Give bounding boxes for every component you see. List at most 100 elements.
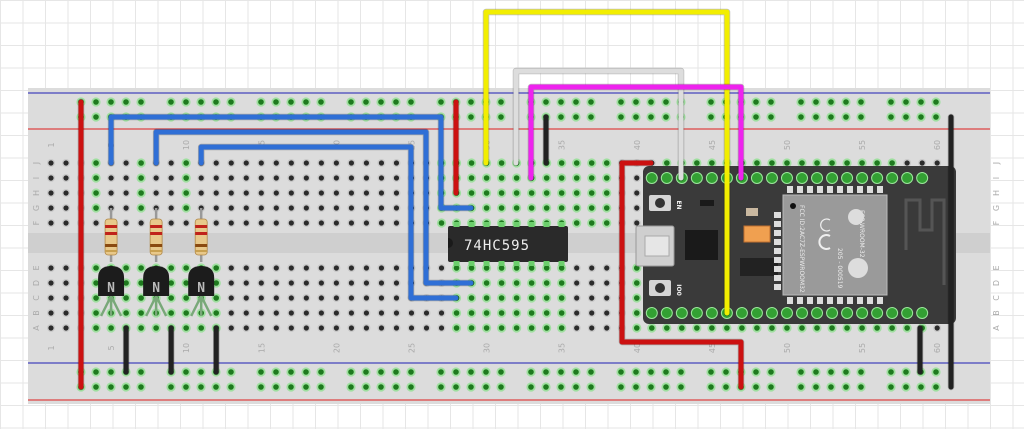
hole-B40[interactable]: [633, 310, 640, 316]
rail-bot-neg-7[interactable]: [198, 369, 204, 375]
hole-C17[interactable]: [288, 295, 294, 301]
hole-G17[interactable]: [288, 205, 294, 211]
rail-bot-pos-41[interactable]: [813, 384, 819, 390]
esp32-pin-bottom[interactable]: [705, 307, 718, 319]
hole-A24[interactable]: [393, 325, 400, 331]
rail-top-neg-44[interactable]: [858, 99, 864, 105]
hole-A22[interactable]: [363, 325, 370, 331]
hole-F23[interactable]: [378, 220, 385, 226]
hole-G15[interactable]: [258, 205, 264, 211]
hole-A7[interactable]: [138, 325, 144, 331]
hole-A45[interactable]: [709, 325, 715, 331]
rail-bot-neg-17[interactable]: [378, 369, 384, 375]
resistor-1[interactable]: [104, 218, 118, 256]
hole-D15[interactable]: [258, 280, 264, 286]
hole-G34[interactable]: [543, 205, 550, 211]
hole-C10[interactable]: [183, 295, 189, 301]
hole-E37[interactable]: [589, 265, 595, 271]
hole-C9[interactable]: [168, 295, 174, 301]
hole-J48[interactable]: [754, 160, 760, 166]
hole-B16[interactable]: [273, 310, 279, 316]
hole-F9[interactable]: [168, 220, 174, 226]
hole-H2[interactable]: [63, 190, 69, 196]
hole-F6[interactable]: [123, 220, 129, 226]
rail-bot-pos-18[interactable]: [393, 384, 399, 390]
hole-J1[interactable]: [48, 160, 54, 166]
rail-top-neg-40[interactable]: [798, 99, 804, 105]
hole-C2[interactable]: [63, 295, 69, 301]
hole-H32[interactable]: [513, 190, 520, 196]
hole-A8[interactable]: [153, 325, 159, 331]
hole-B29[interactable]: [468, 310, 475, 316]
hole-J2[interactable]: [63, 160, 69, 166]
hole-C20[interactable]: [333, 295, 339, 301]
hole-C38[interactable]: [604, 295, 610, 301]
wire-blue-2[interactable]: [153, 129, 474, 286]
hole-D13[interactable]: [228, 280, 234, 286]
rail-bot-pos-46[interactable]: [903, 384, 909, 390]
hole-F18[interactable]: [303, 220, 309, 226]
hole-F22[interactable]: [363, 220, 370, 226]
hole-J18[interactable]: [303, 160, 309, 166]
hole-D22[interactable]: [363, 280, 370, 286]
hole-C32[interactable]: [513, 295, 520, 301]
rail-top-neg-19[interactable]: [408, 99, 414, 105]
rail-bot-neg-42[interactable]: [828, 369, 834, 375]
hole-J12[interactable]: [213, 160, 219, 166]
hole-G4[interactable]: [93, 205, 99, 211]
rail-top-neg-6[interactable]: [183, 99, 189, 105]
rail-top-neg-17[interactable]: [378, 99, 384, 105]
esp32-pin-top[interactable]: [901, 172, 914, 184]
hole-A30[interactable]: [483, 325, 490, 331]
hole-E24[interactable]: [393, 265, 400, 271]
rail-top-neg-26[interactable]: [543, 99, 549, 105]
hole-G35[interactable]: [558, 205, 565, 211]
rail-bot-pos-34[interactable]: [678, 384, 684, 390]
hole-H1[interactable]: [48, 190, 54, 196]
rail-bot-pos-26[interactable]: [543, 384, 549, 390]
esp32-pin-bottom[interactable]: [690, 307, 703, 319]
rail-top-neg-32[interactable]: [648, 99, 654, 105]
hole-A43[interactable]: [679, 325, 685, 331]
hole-H33[interactable]: [528, 190, 535, 196]
esp32-pin-bottom[interactable]: [886, 307, 899, 319]
rail-top-neg-38[interactable]: [753, 99, 759, 105]
rail-top-pos-32[interactable]: [648, 114, 654, 120]
hole-E9[interactable]: [168, 265, 174, 271]
rail-bot-pos-9[interactable]: [228, 384, 234, 390]
rail-bot-pos-15[interactable]: [348, 384, 354, 390]
hole-F36[interactable]: [573, 220, 580, 226]
rail-bot-neg-44[interactable]: [858, 369, 864, 375]
rail-bot-pos-32[interactable]: [648, 384, 654, 390]
rail-bot-neg-25[interactable]: [528, 369, 534, 375]
hole-A19[interactable]: [318, 325, 324, 331]
hole-A16[interactable]: [273, 325, 279, 331]
rail-top-neg-48[interactable]: [933, 99, 939, 105]
hole-A26[interactable]: [423, 325, 430, 331]
hole-G22[interactable]: [363, 205, 370, 211]
hole-D34[interactable]: [543, 280, 550, 286]
rail-bot-neg-45[interactable]: [888, 369, 894, 375]
hole-J42[interactable]: [664, 160, 670, 166]
hole-G32[interactable]: [513, 205, 520, 211]
rail-bot-neg-23[interactable]: [483, 369, 489, 375]
hole-G14[interactable]: [243, 205, 249, 211]
hole-D30[interactable]: [483, 280, 490, 286]
rail-bot-pos-45[interactable]: [888, 384, 894, 390]
rail-top-neg-13[interactable]: [303, 99, 309, 105]
rail-top-neg-12[interactable]: [288, 99, 294, 105]
rail-top-pos-41[interactable]: [813, 114, 819, 120]
rail-top-pos-22[interactable]: [468, 114, 474, 120]
hole-F40[interactable]: [634, 220, 640, 226]
hole-J29[interactable]: [468, 160, 475, 166]
hole-A49[interactable]: [769, 325, 775, 331]
hole-J49[interactable]: [769, 160, 775, 166]
rail-bot-pos-38[interactable]: [753, 384, 759, 390]
hole-A34[interactable]: [543, 325, 550, 331]
hole-C36[interactable]: [574, 295, 580, 301]
hole-B35[interactable]: [558, 310, 565, 316]
hole-C22[interactable]: [363, 295, 370, 301]
rail-bot-neg-22[interactable]: [468, 369, 474, 375]
rail-bot-pos-24[interactable]: [498, 384, 504, 390]
rail-top-neg-20[interactable]: [438, 99, 444, 105]
